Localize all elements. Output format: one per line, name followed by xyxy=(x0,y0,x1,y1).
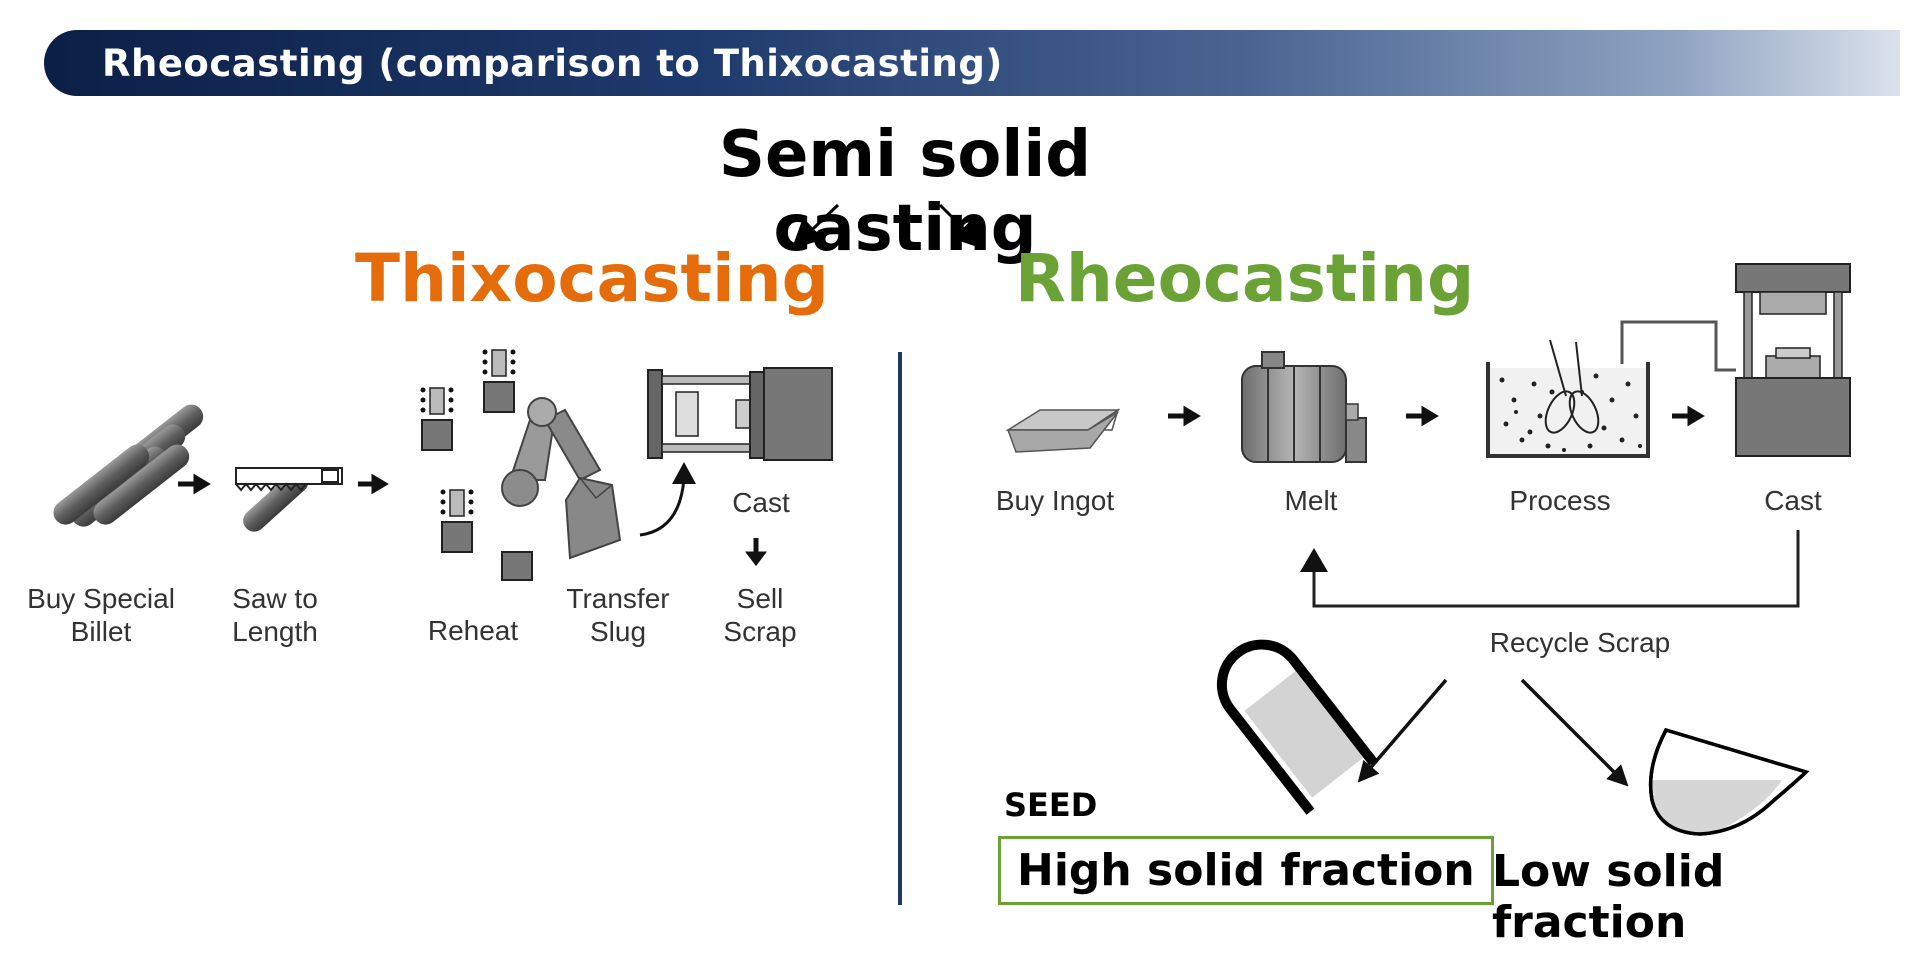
thixo-cast-machine-icon xyxy=(647,367,833,461)
split-arrow-left xyxy=(791,203,840,250)
reheat-icon xyxy=(420,349,533,581)
thixocasting-title: Thixocasting xyxy=(355,240,829,317)
arrow-to-low-solid xyxy=(1520,678,1629,787)
label-reheat: Reheat xyxy=(427,615,519,646)
main-title: Semi solid casting xyxy=(718,118,1092,266)
rheo-cast-press-icon xyxy=(1735,263,1851,457)
transfer-robot-icon xyxy=(501,397,696,560)
label-rheo-cast: Cast xyxy=(1764,485,1822,516)
seed-rod-icon xyxy=(1216,639,1378,815)
label-recycle-scrap: Recycle Scrap xyxy=(1489,627,1671,658)
recycle-loop-arrow xyxy=(1300,530,1800,608)
header-banner: Rheocasting (comparison to Thixocasting) xyxy=(44,30,1900,96)
label-thixo-cast: Cast xyxy=(732,487,790,518)
ingot-icon xyxy=(1005,408,1121,453)
billet-icon xyxy=(53,404,204,527)
header-title: Rheocasting (comparison to Thixocasting) xyxy=(102,42,1003,85)
label-buy-ingot: Buy Ingot xyxy=(995,485,1115,516)
ladle-icon xyxy=(1648,727,1810,836)
rheocasting-title: Rheocasting xyxy=(1015,240,1475,317)
label-saw-to-length: Saw to Length xyxy=(232,583,318,647)
cast-down-arrow-icon xyxy=(745,538,767,567)
arrow-to-high-solid xyxy=(1357,678,1448,783)
melt-furnace-icon xyxy=(1241,351,1367,463)
label-transfer-slug: Transfer Slug xyxy=(566,583,670,647)
flow-arrow-icon xyxy=(178,473,211,495)
low-solid-fraction-label: Low solid fraction xyxy=(1492,846,1725,948)
high-solid-fraction-box: High solid fraction xyxy=(998,836,1494,905)
label-process: Process xyxy=(1509,485,1611,516)
flow-arrow-icon xyxy=(1168,405,1201,427)
seed-label: SEED xyxy=(1004,786,1098,824)
flow-arrow-icon xyxy=(358,473,389,495)
label-melt: Melt xyxy=(1284,485,1338,516)
label-sell-scrap: Sell Scrap xyxy=(723,583,797,647)
process-tank-icon xyxy=(1486,320,1736,458)
saw-icon xyxy=(235,467,343,532)
flow-arrow-icon xyxy=(1672,405,1705,427)
flow-arrow-icon xyxy=(1406,405,1439,427)
label-buy-special-billet: Buy Special Billet xyxy=(27,583,175,647)
split-arrow-right xyxy=(938,203,985,250)
